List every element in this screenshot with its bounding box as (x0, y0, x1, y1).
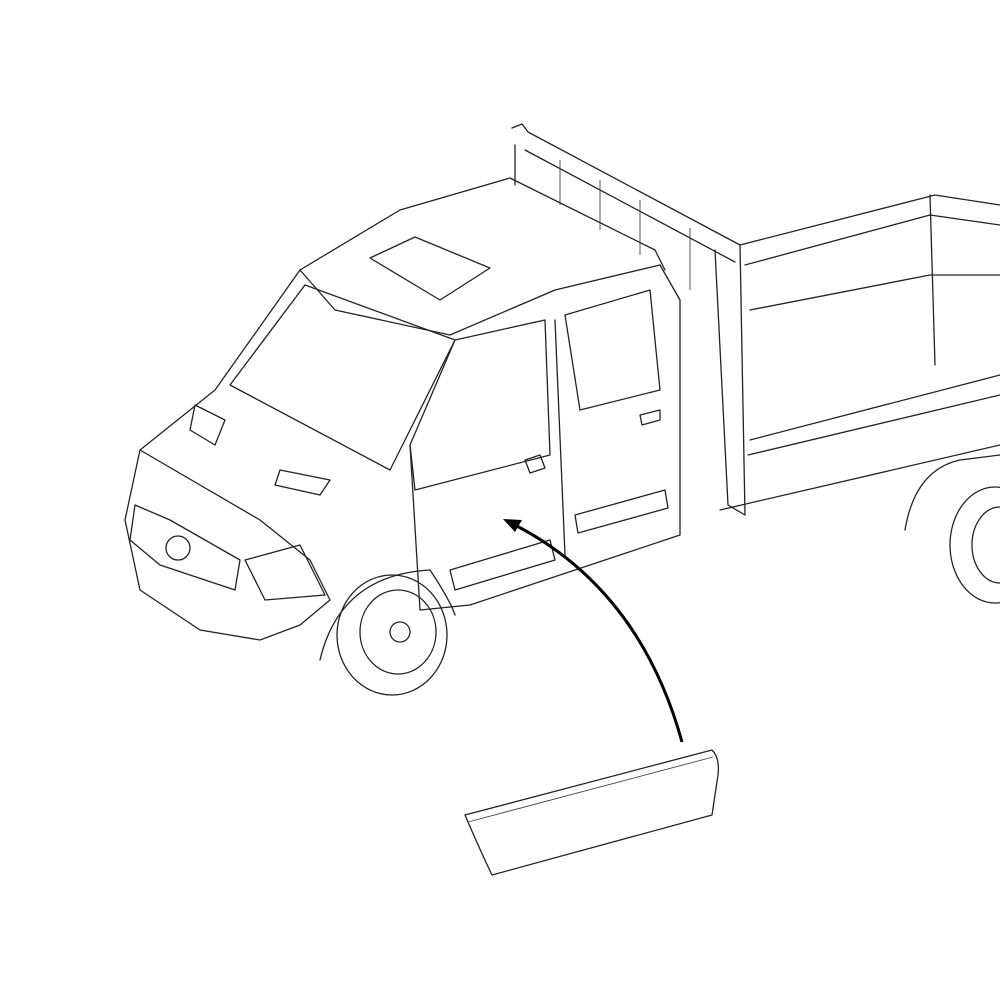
front-door-molding (449, 539, 556, 591)
front-wheel (319, 569, 456, 696)
bed-top-rail (739, 194, 1000, 246)
tipper-bed (511, 123, 1000, 516)
roof-hatch (369, 236, 491, 301)
bed-floor (749, 374, 1000, 441)
door-trim-molding-part (464, 749, 720, 876)
front-door-window (409, 319, 551, 491)
rear-door-window (564, 289, 661, 411)
emblem-icon (165, 535, 191, 561)
cab-front (124, 269, 331, 641)
rear-wheel (904, 454, 1000, 604)
windshield (229, 284, 456, 471)
cab (124, 177, 681, 641)
headboard-rail (511, 123, 746, 516)
arrowhead-icon (503, 519, 522, 532)
wheel-hub-icon (389, 621, 411, 643)
grille (129, 504, 241, 591)
mirror (189, 404, 226, 446)
rear-door-molding (574, 489, 669, 534)
bed-post (714, 249, 746, 516)
callout-arrow (503, 519, 684, 743)
headlight (244, 544, 326, 601)
cab-roof (299, 177, 666, 271)
